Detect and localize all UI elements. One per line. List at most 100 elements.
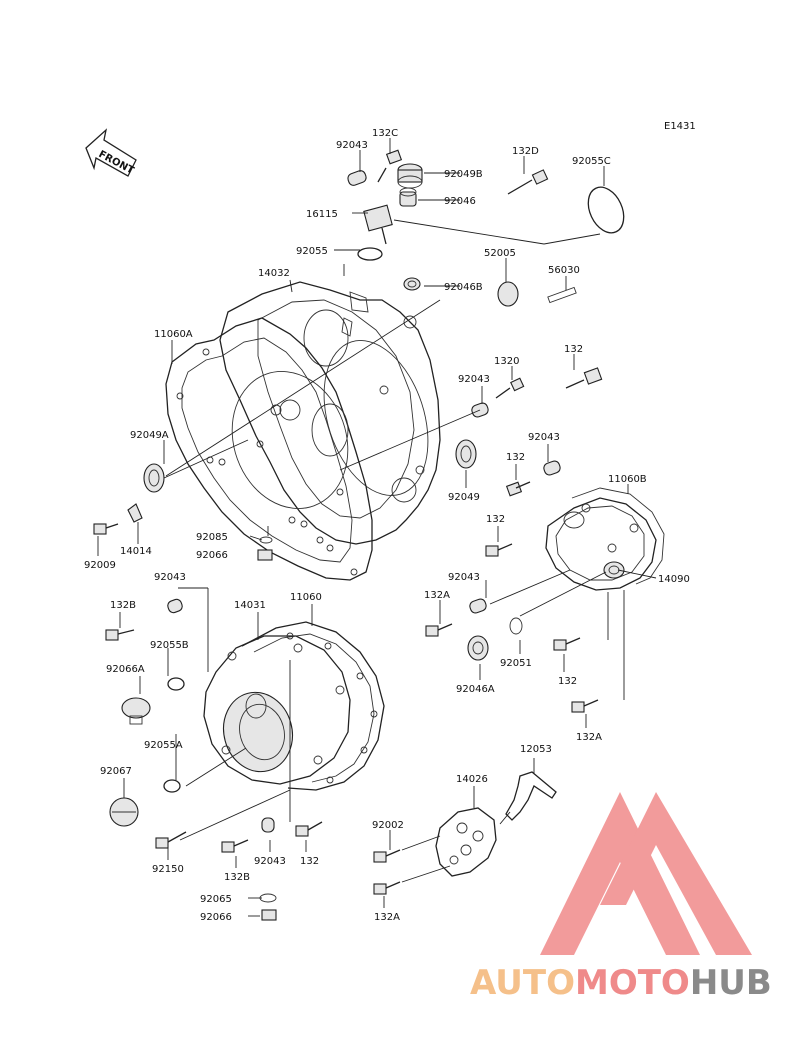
bolt-132-upper [565,367,603,389]
bolt-92002 [373,849,401,863]
diagram-code: E1431 [664,121,696,132]
bearing-92046B [403,277,421,291]
bolt-132-right [505,481,531,497]
callout-11060: 11060 [290,592,322,603]
callout-132: 132 [506,452,525,463]
callout-132D: 132D [512,146,539,157]
callout-92066A: 92066A [106,664,145,675]
callout-132: 132 [300,856,319,867]
bolt-132D [507,169,549,195]
callout-132: 132 [558,676,577,687]
callout-92043: 92043 [336,140,368,151]
bolt-132A-mid [425,623,453,637]
callout-1320: 1320 [494,356,519,367]
callout-92066: 92066 [200,912,232,923]
seal-52005 [497,281,519,307]
clutch-cover-14031 [203,635,351,785]
callout-14014: 14014 [120,546,152,557]
callout-92046B: 92046B [444,282,483,293]
gasket-11060B [571,487,665,585]
callout-14032: 14032 [258,268,290,279]
o-ring-92055C [587,186,625,234]
bracket-14026 [435,807,497,877]
callout-92043: 92043 [254,856,286,867]
plug-16115 [363,204,393,245]
bolt-1320 [495,377,525,399]
front-arrow-icon: FRONT [85,128,137,177]
bolt-132C [377,149,403,183]
callout-11060A: 11060A [154,329,193,340]
plug-92067 [109,797,139,827]
automotohub-logo [540,792,752,955]
callout-92043: 92043 [448,572,480,583]
bearing-92046A [467,635,489,661]
callout-92046: 92046 [444,196,476,207]
callout-92049: 92049 [448,492,480,503]
callout-92049A: 92049A [130,430,169,441]
crankcase-cover-14032 [219,281,441,545]
o-ring-92055B [167,677,185,691]
callout-92051: 92051 [500,658,532,669]
plate-56030 [547,286,577,304]
o-ring-92055 [357,247,383,261]
bracket-14014 [127,503,143,523]
callout-92009: 92009 [84,560,116,571]
callout-132B: 132B [224,872,250,883]
callout-92055B: 92055B [150,640,189,651]
washer-92051 [509,617,523,635]
callout-92150: 92150 [152,864,184,875]
callout-92055C: 92055C [572,156,611,167]
callout-92065: 92065 [200,894,232,905]
cover-14090 [545,497,657,591]
callout-132C: 132C [372,128,398,139]
plug-92066-top [257,549,273,561]
leader-lines [97,138,657,917]
callout-14031: 14031 [234,600,266,611]
dowel-pin-92043-left [167,598,183,614]
bearing-92046 [399,187,417,207]
callout-56030: 56030 [548,265,580,276]
callout-92043: 92043 [154,572,186,583]
watermark-text: AUTOMOTOHUB [470,963,772,1003]
callout-132: 132 [486,514,505,525]
shift-lever-12053 [505,771,557,821]
oil-seal-92049B [397,163,423,189]
callout-92055A: 92055A [144,740,183,751]
screw-92009 [93,523,119,535]
bolt-132A-lower [373,881,401,895]
callout-132B: 132B [110,600,136,611]
bolt-132-lower-right [553,637,581,651]
callout-132A: 132A [576,732,602,743]
callout-92067: 92067 [100,766,132,777]
oil-seal-92049A [143,463,165,493]
callout-14026: 14026 [456,774,488,785]
dowel-pin-92043-right [543,460,561,476]
dowel-pin-92043-lower [261,817,275,833]
callout-92046A: 92046A [456,684,495,695]
o-ring-92055A [163,779,181,793]
callout-labels: 132C 92043 92049B 132D 92055C 92046 1611… [84,128,690,923]
callout-12053: 12053 [520,744,552,755]
callout-16115: 16115 [306,209,338,220]
callout-132: 132 [564,344,583,355]
callout-92055: 92055 [296,246,328,257]
plug-92066-bottom [261,909,277,921]
bolt-132-mid [485,543,513,557]
washer-92085 [259,536,273,544]
dowel-pin-92043-top [347,170,367,186]
bolt-132B-left [105,629,135,641]
bolt-132B-lower [221,839,249,853]
oil-seal-92049 [455,439,477,469]
bolt-132A-lower-right [571,699,599,713]
callout-132A: 132A [374,912,400,923]
callout-132A: 132A [424,590,450,601]
callout-92043: 92043 [458,374,490,385]
dowel-pin-92043-lower-right [469,598,487,614]
callout-92043: 92043 [528,432,560,443]
callout-52005: 52005 [484,248,516,259]
gasket-11060A [165,317,373,581]
gasket-11060 [241,621,385,791]
callout-92049B: 92049B [444,169,483,180]
bolt-132-lower [295,821,323,837]
